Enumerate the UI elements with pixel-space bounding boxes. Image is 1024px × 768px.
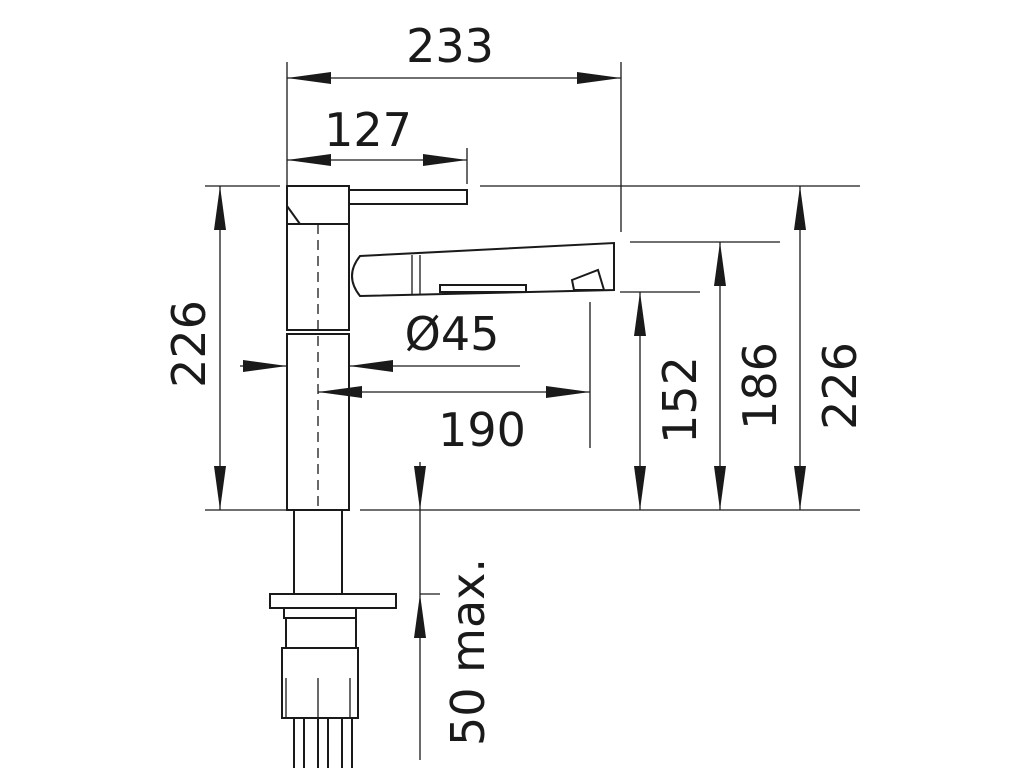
label-right-height: 226 — [813, 342, 867, 430]
arrow-226-left-top — [214, 186, 226, 230]
arrow-50-bottom — [414, 594, 426, 638]
label-lever-width: 127 — [324, 103, 412, 157]
arrow-152-top — [634, 292, 646, 336]
extension-lines — [205, 62, 860, 595]
mounting-washer — [283, 607, 357, 619]
dimension-labels: 233 127 Ø45 190 226 152 186 226 50 max. — [162, 19, 867, 746]
arrow-226-left-bottom — [214, 466, 226, 510]
arrow-226-right-top — [794, 186, 806, 230]
arrow-45-right — [349, 360, 393, 372]
label-left-height: 226 — [162, 300, 216, 388]
label-spout-height: 152 — [653, 356, 707, 444]
arrow-190-right — [546, 386, 590, 398]
arrow-233-left — [287, 72, 331, 84]
spout — [351, 241, 615, 298]
spray-button — [439, 284, 527, 293]
label-spout-reach: 190 — [438, 403, 526, 457]
label-overall-width: 233 — [406, 19, 494, 73]
arrow-127-right — [423, 154, 467, 166]
arrow-226-right-bottom — [794, 466, 806, 510]
faucet-body — [269, 185, 468, 768]
arrow-127-left — [287, 154, 331, 166]
label-mount-thickness: 50 max. — [441, 558, 495, 746]
mounting-plate — [269, 593, 397, 609]
arrow-45-left — [243, 360, 287, 372]
arrow-186-bottom — [714, 466, 726, 510]
arrow-190-left — [318, 386, 362, 398]
shank — [293, 509, 343, 595]
fixing-nut — [285, 617, 357, 649]
spout-nozzle — [570, 268, 606, 291]
arrow-50-top — [414, 466, 426, 510]
arrow-152-bottom — [634, 466, 646, 510]
lever-handle — [348, 189, 468, 205]
spout-body — [351, 241, 615, 298]
fixing-bracket — [281, 647, 359, 719]
label-diameter: Ø45 — [405, 307, 500, 361]
dimension-lines — [214, 72, 806, 760]
label-spout-top: 186 — [733, 342, 787, 430]
arrow-233-right — [577, 72, 621, 84]
arrow-186-top — [714, 242, 726, 286]
